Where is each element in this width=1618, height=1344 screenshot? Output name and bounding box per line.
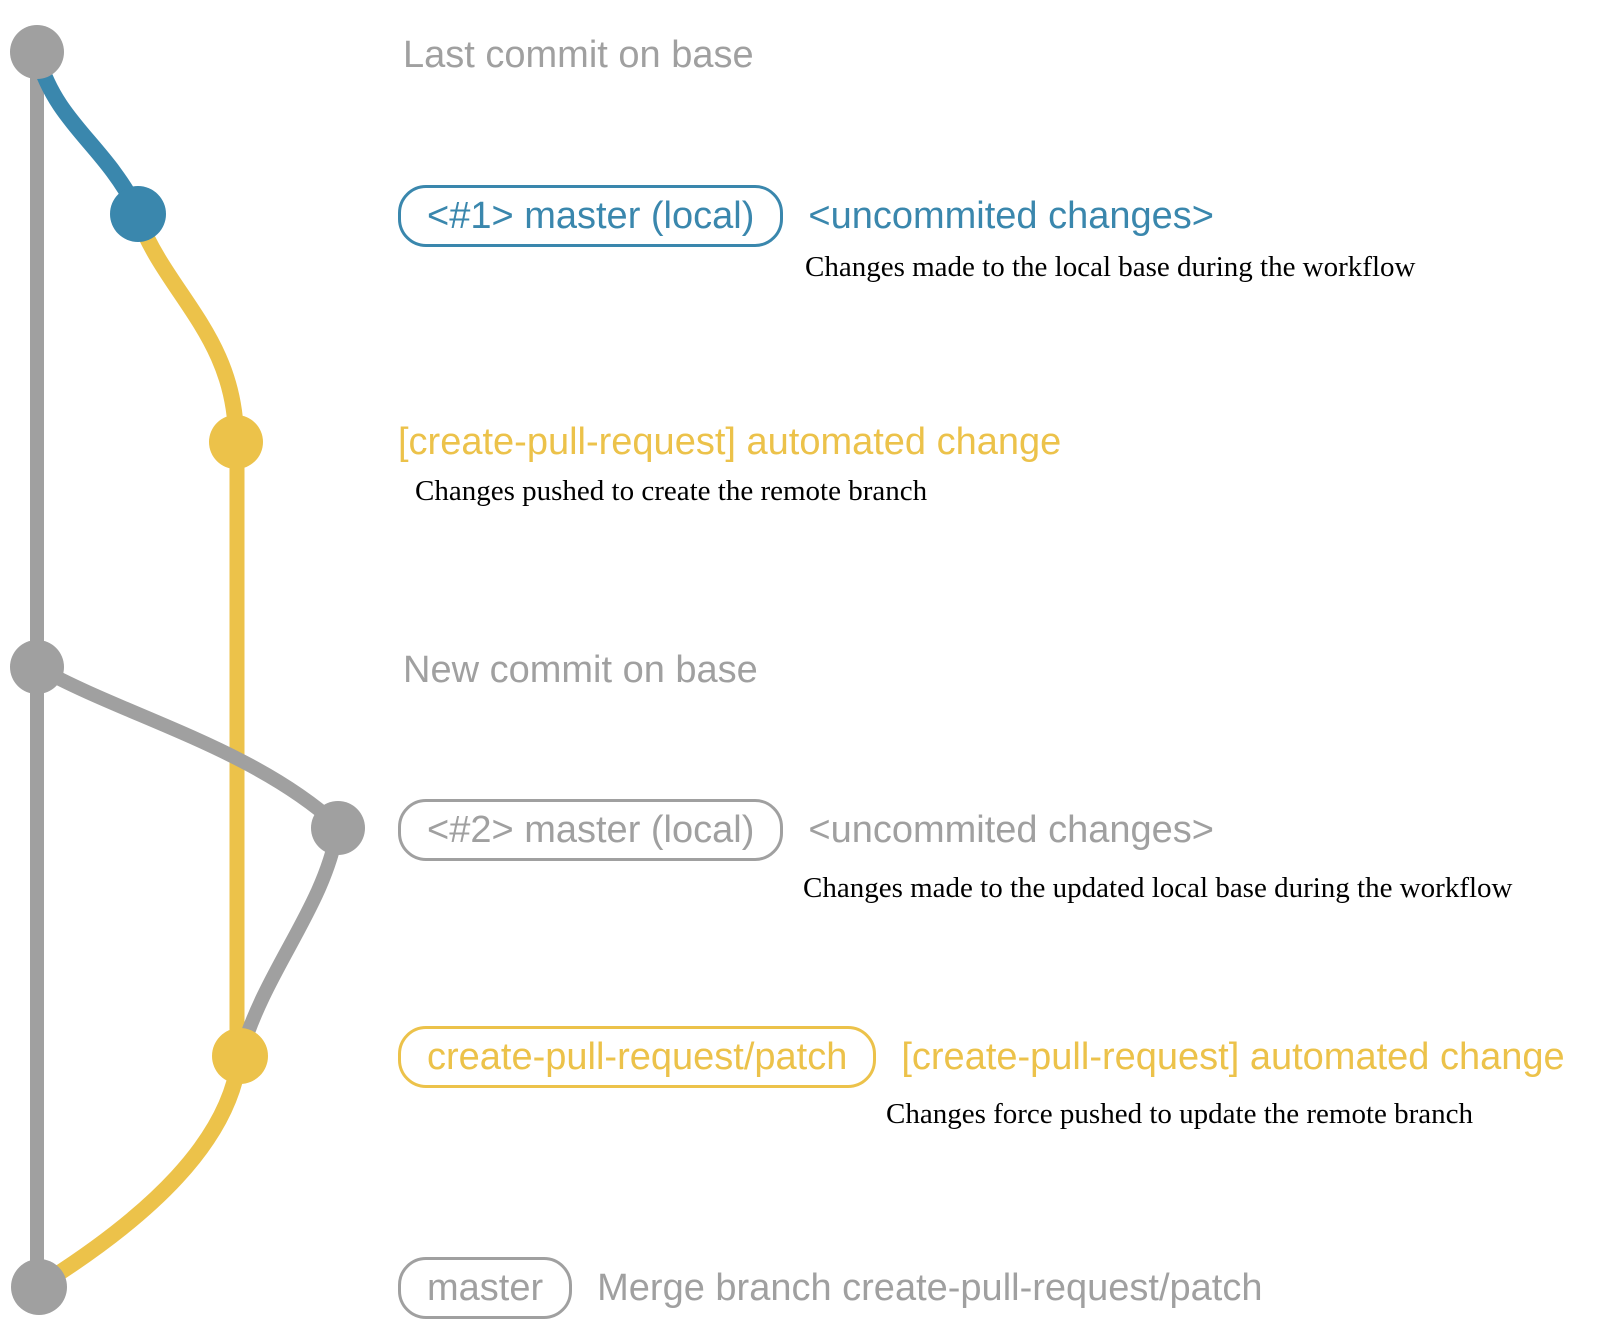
row-last-commit-on-base: Last commit on base bbox=[403, 33, 754, 77]
edge-local2-to-patch2 bbox=[235, 825, 344, 1057]
edge-local1-to-patch1 bbox=[131, 212, 244, 448]
commit-label-patch-2: [create-pull-request] automated change bbox=[901, 1036, 1565, 1078]
commit-label-uncommitted-2: <uncommited changes> bbox=[808, 809, 1214, 851]
commit-description-uncommitted-2: Changes made to the updated local base d… bbox=[803, 872, 1513, 904]
commit-label-merge: Merge branch create-pull-request/patch bbox=[597, 1267, 1263, 1309]
commit-node-new-commit-on-base bbox=[10, 640, 64, 694]
edge-patch2-to-merge bbox=[34, 1052, 247, 1292]
commit-node-patch-commit-1 bbox=[209, 415, 263, 469]
branch-badge-create-pull-request-patch: create-pull-request/patch bbox=[398, 1026, 877, 1088]
commit-description-uncommitted-1: Changes made to the local base during th… bbox=[805, 251, 1416, 283]
commit-node-local-uncommitted-2 bbox=[311, 801, 365, 855]
row-patch-commit-1: [create-pull-request] automated change C… bbox=[398, 420, 1061, 508]
caption-new-commit-on-base: New commit on base bbox=[403, 649, 758, 691]
row-new-commit-on-base: New commit on base bbox=[403, 648, 758, 692]
row-patch-commit-2: create-pull-request/patch [create-pull-r… bbox=[398, 1026, 1565, 1131]
commit-node-merge-commit bbox=[11, 1259, 67, 1315]
caption-last-commit-on-base: Last commit on base bbox=[403, 34, 754, 76]
commit-node-last-commit-on-base bbox=[10, 25, 64, 79]
edge-newbase-to-local2 bbox=[32, 661, 343, 831]
row-local-uncommitted-1: <#1> master (local) <uncommited changes>… bbox=[398, 185, 1415, 284]
branch-badge-master: master bbox=[398, 1257, 573, 1319]
edge-base-to-local1 bbox=[30, 50, 145, 218]
commit-node-local-uncommitted-1 bbox=[110, 186, 166, 242]
row-local-uncommitted-2: <#2> master (local) <uncommited changes>… bbox=[398, 799, 1513, 905]
commit-node-patch-commit-2 bbox=[212, 1028, 268, 1084]
branch-badge-master-local-1: <#1> master (local) bbox=[398, 185, 784, 247]
branch-badge-master-local-2: <#2> master (local) bbox=[398, 799, 784, 861]
commit-label-uncommitted-1: <uncommited changes> bbox=[808, 195, 1214, 237]
row-merge-commit: master Merge branch create-pull-request/… bbox=[398, 1257, 1263, 1319]
commit-label-patch-1: [create-pull-request] automated change bbox=[398, 421, 1062, 463]
commit-description-patch-1: Changes pushed to create the remote bran… bbox=[415, 475, 928, 507]
commit-description-patch-2: Changes force pushed to update the remot… bbox=[886, 1098, 1474, 1130]
